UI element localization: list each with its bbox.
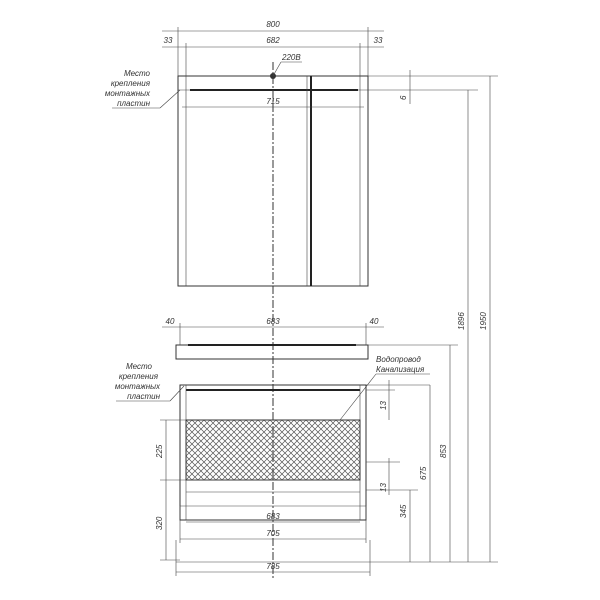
power-callout: 220В [272,53,302,77]
dim-13-lower: 13 [366,458,400,495]
dim-label-33-left: 33 [164,36,173,45]
dim-1950: 1950 [418,75,498,562]
dim-label-13-upper: 13 [379,401,388,410]
dim-853: 853 [368,344,458,562]
dim-label-675: 675 [419,466,428,480]
dim-label-1950: 1950 [479,312,488,330]
dim-6: 6 [368,70,418,104]
dim-705: 705 [179,506,367,543]
dim-label-13-lower: 13 [379,483,388,492]
dim-label-225: 225 [155,444,164,459]
dim-13-upper: 13 [366,380,430,420]
svg-text:пластин: пластин [127,392,160,401]
dim-345: 345 [366,489,418,562]
dim-683-bottom: 683 [186,512,360,523]
dim-label-853: 853 [439,444,448,458]
vanity-body [179,384,367,521]
svg-text:крепления: крепления [119,372,159,381]
dim-label-683-top: 683 [266,317,280,326]
power-label: 220В [281,53,301,62]
svg-text:Место: Место [124,69,151,78]
svg-text:монтажных: монтажных [105,89,151,98]
svg-text:монтажных: монтажных [115,382,161,391]
dim-label-800: 800 [266,20,280,29]
dim-label-1896: 1896 [457,312,466,330]
dim-33-682-33: 33 682 33 [162,36,384,76]
dim-label-345: 345 [399,504,408,518]
dim-label-785: 785 [266,562,280,571]
dim-800: 800 [162,20,384,76]
vanity-unit [175,344,369,521]
dim-label-40-left: 40 [166,317,175,326]
dim-40-683-40: 40 683 40 [162,317,384,345]
water-supply-label: Водопровод [376,355,421,364]
mount-note-top: Место крепления монтажных пластин [105,69,181,109]
sewer-label: Канализация [376,365,425,374]
svg-text:крепления: крепления [111,79,151,88]
dim-label-320: 320 [155,516,164,530]
dim-label-33-right: 33 [374,36,383,45]
dim-785: 785 [175,540,371,576]
vanity-top [175,344,369,360]
svg-text:Место: Место [126,362,153,371]
dim-label-683-bottom: 683 [266,512,280,521]
dim-label-6: 6 [399,95,408,100]
pipe-notes: Водопровод Канализация [339,355,430,421]
dim-label-705: 705 [266,529,280,538]
mount-note-bottom: Место крепления монтажных пластин [115,362,185,402]
dim-1896: 1896 [418,89,478,562]
vanity-drawer-mesh [185,419,361,481]
dim-320: 320 [155,480,180,561]
dim-label-682: 682 [266,36,280,45]
dim-225: 225 [155,419,186,481]
svg-text:пластин: пластин [117,99,150,108]
dim-675: 675 [419,385,431,562]
dim-label-40-right: 40 [370,317,379,326]
